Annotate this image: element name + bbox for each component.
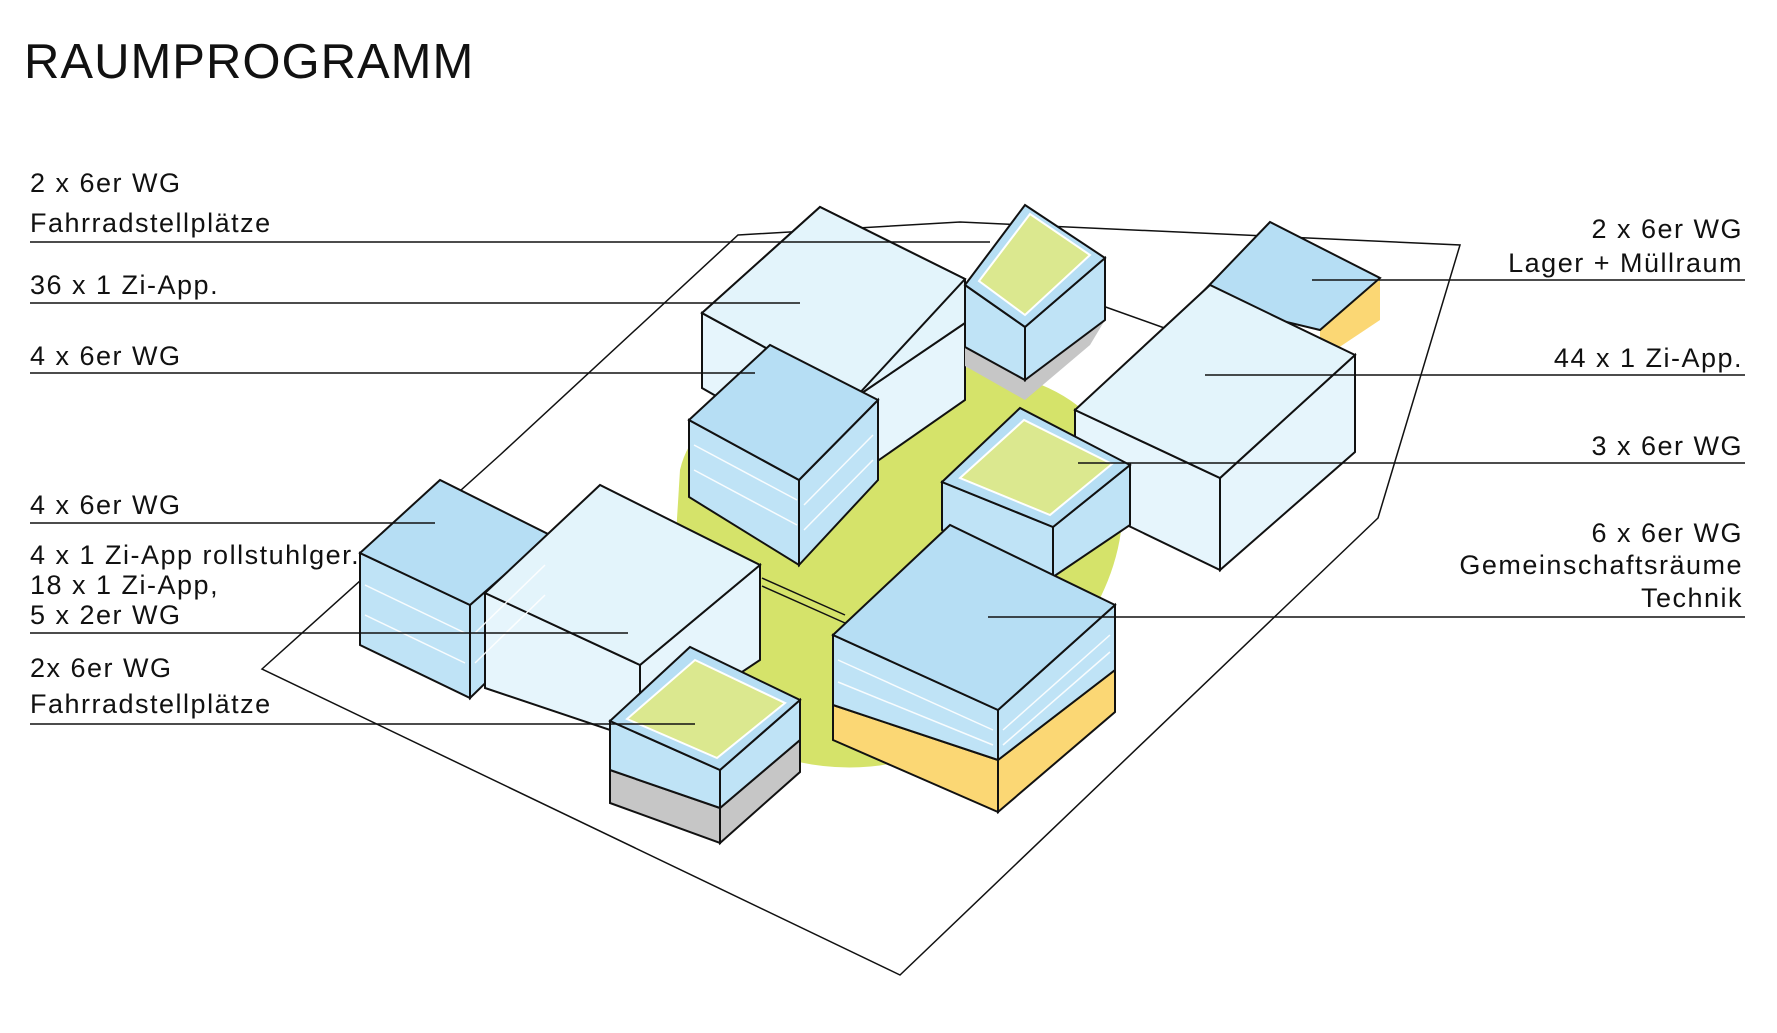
- label-4x6erwg-back: 4 x 6er WG: [30, 341, 182, 373]
- label-line: 36 x 1 Zi-App.: [30, 270, 220, 300]
- storey-lines: [364, 434, 1111, 746]
- label-4x6erwg-front: 4 x 6er WG: [30, 490, 182, 522]
- label-line: Fahrradstellplätze: [30, 207, 272, 238]
- label-44x1zi: 44 x 1 Zi-App.: [1554, 343, 1743, 375]
- label-3x6erwg: 3 x 6er WG: [1591, 431, 1743, 463]
- label-36x1zi: 36 x 1 Zi-App.: [30, 270, 219, 302]
- label-line: 44 x 1 Zi-App.: [1553, 343, 1743, 373]
- page-title: RAUMPROGRAMM: [24, 35, 475, 89]
- leader-lines-left: [30, 241, 990, 725]
- label-line: 18 x 1 Zi-App,: [30, 570, 220, 601]
- label-6x6erwg-gemeinschaft: 6 x 6er WG Gemeinschaftsräume Technik: [1459, 517, 1743, 614]
- leader-lines-right: [988, 279, 1745, 618]
- label-line: 4 x 1 Zi-App rollstuhlger.: [30, 540, 361, 570]
- building-left-blue-cube: [687, 343, 880, 568]
- label-2x6erwg-fahrrad-front: 2x 6er WG Fahrradstellplätze: [30, 653, 272, 721]
- building-back-green-roof: [963, 203, 1107, 400]
- label-line: 4 x 6er WG: [30, 341, 182, 371]
- label-line: 2 x 6er WG: [30, 168, 182, 198]
- label-line: Lager + Müllraum: [1508, 247, 1743, 278]
- label-line: 6 x 6er WG: [1591, 518, 1743, 548]
- label-line: Technik: [1640, 582, 1743, 613]
- label-line: 2x 6er WG: [30, 653, 173, 683]
- label-apartments-mix: 4 x 1 Zi-App rollstuhlger. 18 x 1 Zi-App…: [30, 540, 360, 631]
- label-line: 3 x 6er WG: [1591, 431, 1743, 461]
- label-line: Gemeinschaftsräume: [1459, 550, 1743, 581]
- bridge-lines: [761, 304, 1171, 624]
- building-middle-green-roof: [940, 406, 1132, 579]
- label-line: 4 x 6er WG: [30, 490, 182, 520]
- label-2x6erwg-fahrrad-back: 2 x 6er WG Fahrradstellplätze: [30, 168, 272, 240]
- building-front-green-roof: [608, 645, 802, 846]
- label-line: 2 x 6er WG: [1591, 214, 1743, 244]
- label-line: 5 x 2er WG: [30, 600, 182, 631]
- label-2x6erwg-lager: 2 x 6er WG Lager + Müllraum: [1508, 214, 1743, 280]
- label-line: Fahrradstellplätze: [30, 688, 272, 719]
